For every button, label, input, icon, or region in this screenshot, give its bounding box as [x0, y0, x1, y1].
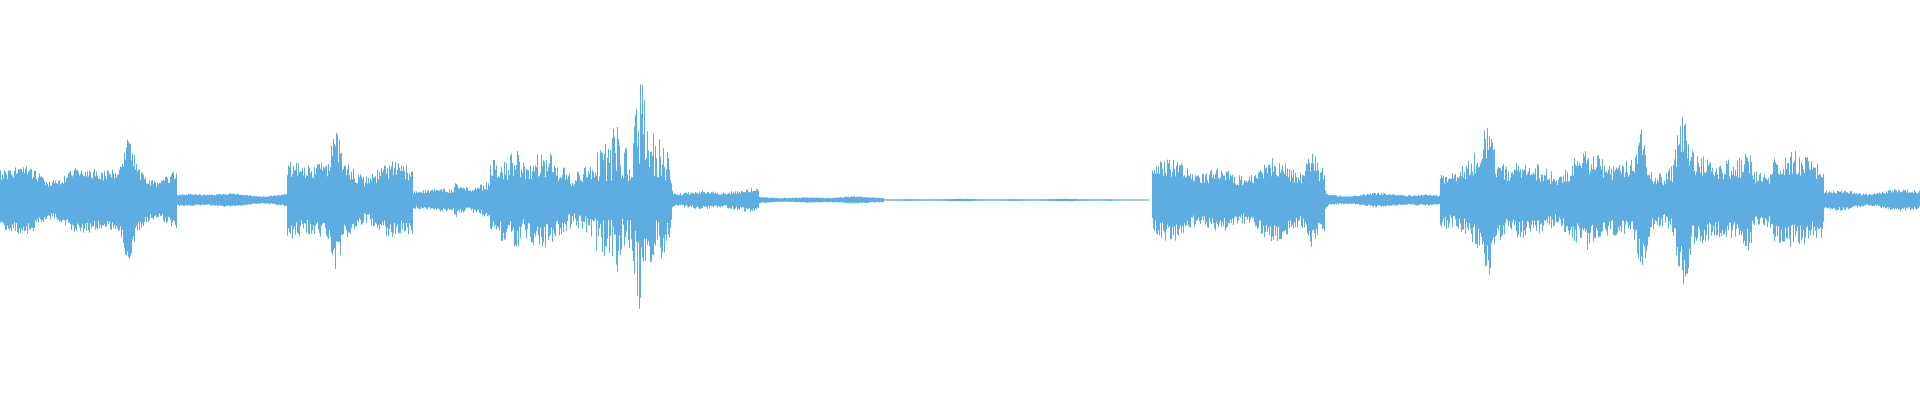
waveform-path: [0, 84, 1920, 309]
